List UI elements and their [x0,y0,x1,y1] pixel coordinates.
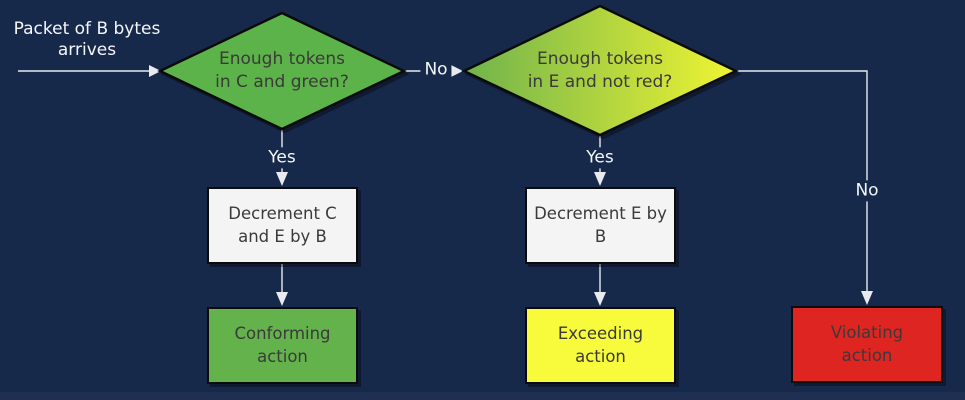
edge-yes2-arrowhead [594,172,606,186]
edge-start-arrowhead [149,65,161,77]
decision2-diamond [461,4,739,137]
process-decrement-c-e-box: Decrement C and E by B [207,187,358,264]
decision1-diamond-shape [157,11,407,131]
action-conforming-box: Conforming action [207,307,358,384]
process-decrement-e-box: Decrement E by B [525,187,676,264]
edge-yes1-arrowhead [276,172,288,186]
edge-label-no2: No [851,180,883,202]
action-exceeding-box: Exceeding action [525,307,676,384]
edge-label-yes1: Yes [264,147,300,169]
edge-no2-line [736,70,868,292]
edge-label-no1: No [420,59,452,81]
decision2-diamond-shape [461,4,739,137]
edge-p1-to-conforming-arrowhead [276,292,288,306]
edge-no2-arrowhead [861,291,873,305]
edge-no1-arrowhead [451,65,463,77]
action-violating-box: Violating action [791,306,943,383]
edge-label-yes2: Yes [582,147,618,169]
bottom-edge-strip [0,392,965,400]
decision1-diamond [157,11,407,131]
start-label: Packet of B bytes arrives [13,19,161,61]
edge-p2-to-exceeding-arrowhead [594,292,606,306]
